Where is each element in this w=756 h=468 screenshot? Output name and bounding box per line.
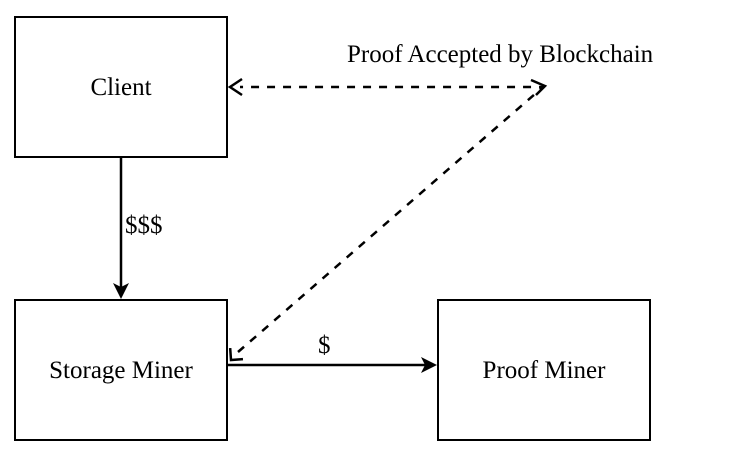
edge-label-client-to-storage: $$$	[125, 212, 163, 239]
node-storage-miner-label: Storage Miner	[49, 356, 193, 384]
edge-client-to-storage-arrowhead	[113, 283, 129, 299]
node-client[interactable]: Client	[14, 16, 228, 158]
edge-proof-accepted	[227, 77, 548, 362]
edge-storage-to-proof-arrowhead	[421, 357, 437, 373]
node-client-label: Client	[90, 73, 152, 101]
edge-proof-accepted-vertex-arrowhead	[530, 78, 548, 96]
node-storage-miner[interactable]: Storage Miner	[14, 299, 228, 441]
edge-label-proof-accepted: Proof Accepted by Blockchain	[347, 41, 654, 68]
edge-proof-accepted-arrowhead-storage	[228, 347, 244, 362]
edge-storage-to-proof	[228, 357, 437, 373]
edge-proof-accepted-arrowhead-client	[227, 77, 243, 97]
edge-client-to-storage	[113, 158, 129, 299]
node-proof-miner[interactable]: Proof Miner	[437, 299, 651, 441]
node-proof-miner-label: Proof Miner	[482, 356, 606, 384]
edge-label-storage-to-proof: $	[318, 332, 331, 359]
